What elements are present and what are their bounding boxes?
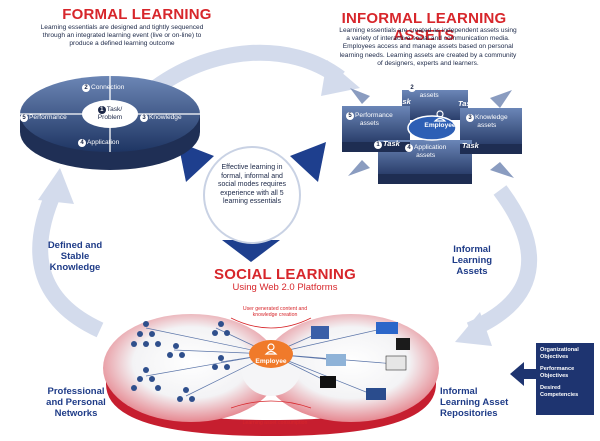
arrow-informal-to-social (466, 185, 538, 338)
arrow-head-left (38, 168, 74, 204)
social-employee-icon (264, 343, 278, 355)
informal-blocks (342, 88, 522, 184)
informal-description: Learning essentials are created as indep… (339, 27, 517, 67)
informal-task-label-3: Task (462, 141, 479, 150)
social-platform (103, 314, 439, 436)
arrow-formal-to-informal (145, 44, 345, 99)
arrow-social-to-formal (32, 186, 104, 338)
informal-task-label-1: Task (394, 97, 411, 106)
objectives-arrow (510, 362, 538, 386)
social-subtitle: Using Web 2.0 Platforms (232, 282, 338, 293)
social-title: SOCIAL LEARNING (214, 266, 356, 283)
center-circle (203, 146, 301, 244)
informal-title: INFORMAL LEARNING ASSETS (341, 10, 507, 44)
arrow-head-top (321, 60, 360, 96)
formal-wheel (20, 76, 200, 170)
formal-title: FORMAL LEARNING (62, 6, 212, 23)
social-employee: Employee (255, 358, 287, 365)
triangle-bottom (222, 240, 280, 262)
employee-person-icon (433, 110, 447, 122)
formal-description: Learning essentials are designed and tig… (40, 24, 204, 48)
arrow-head-right (455, 312, 492, 346)
social-bottom-note: Learning asset consumption (242, 420, 308, 426)
triangle-right (290, 142, 326, 182)
center-text: Effective learning in formal, informal a… (217, 164, 287, 206)
informal-employee: Employee (424, 122, 456, 129)
triangle-left (178, 142, 214, 182)
informal-task-label-2: Task (458, 99, 475, 108)
